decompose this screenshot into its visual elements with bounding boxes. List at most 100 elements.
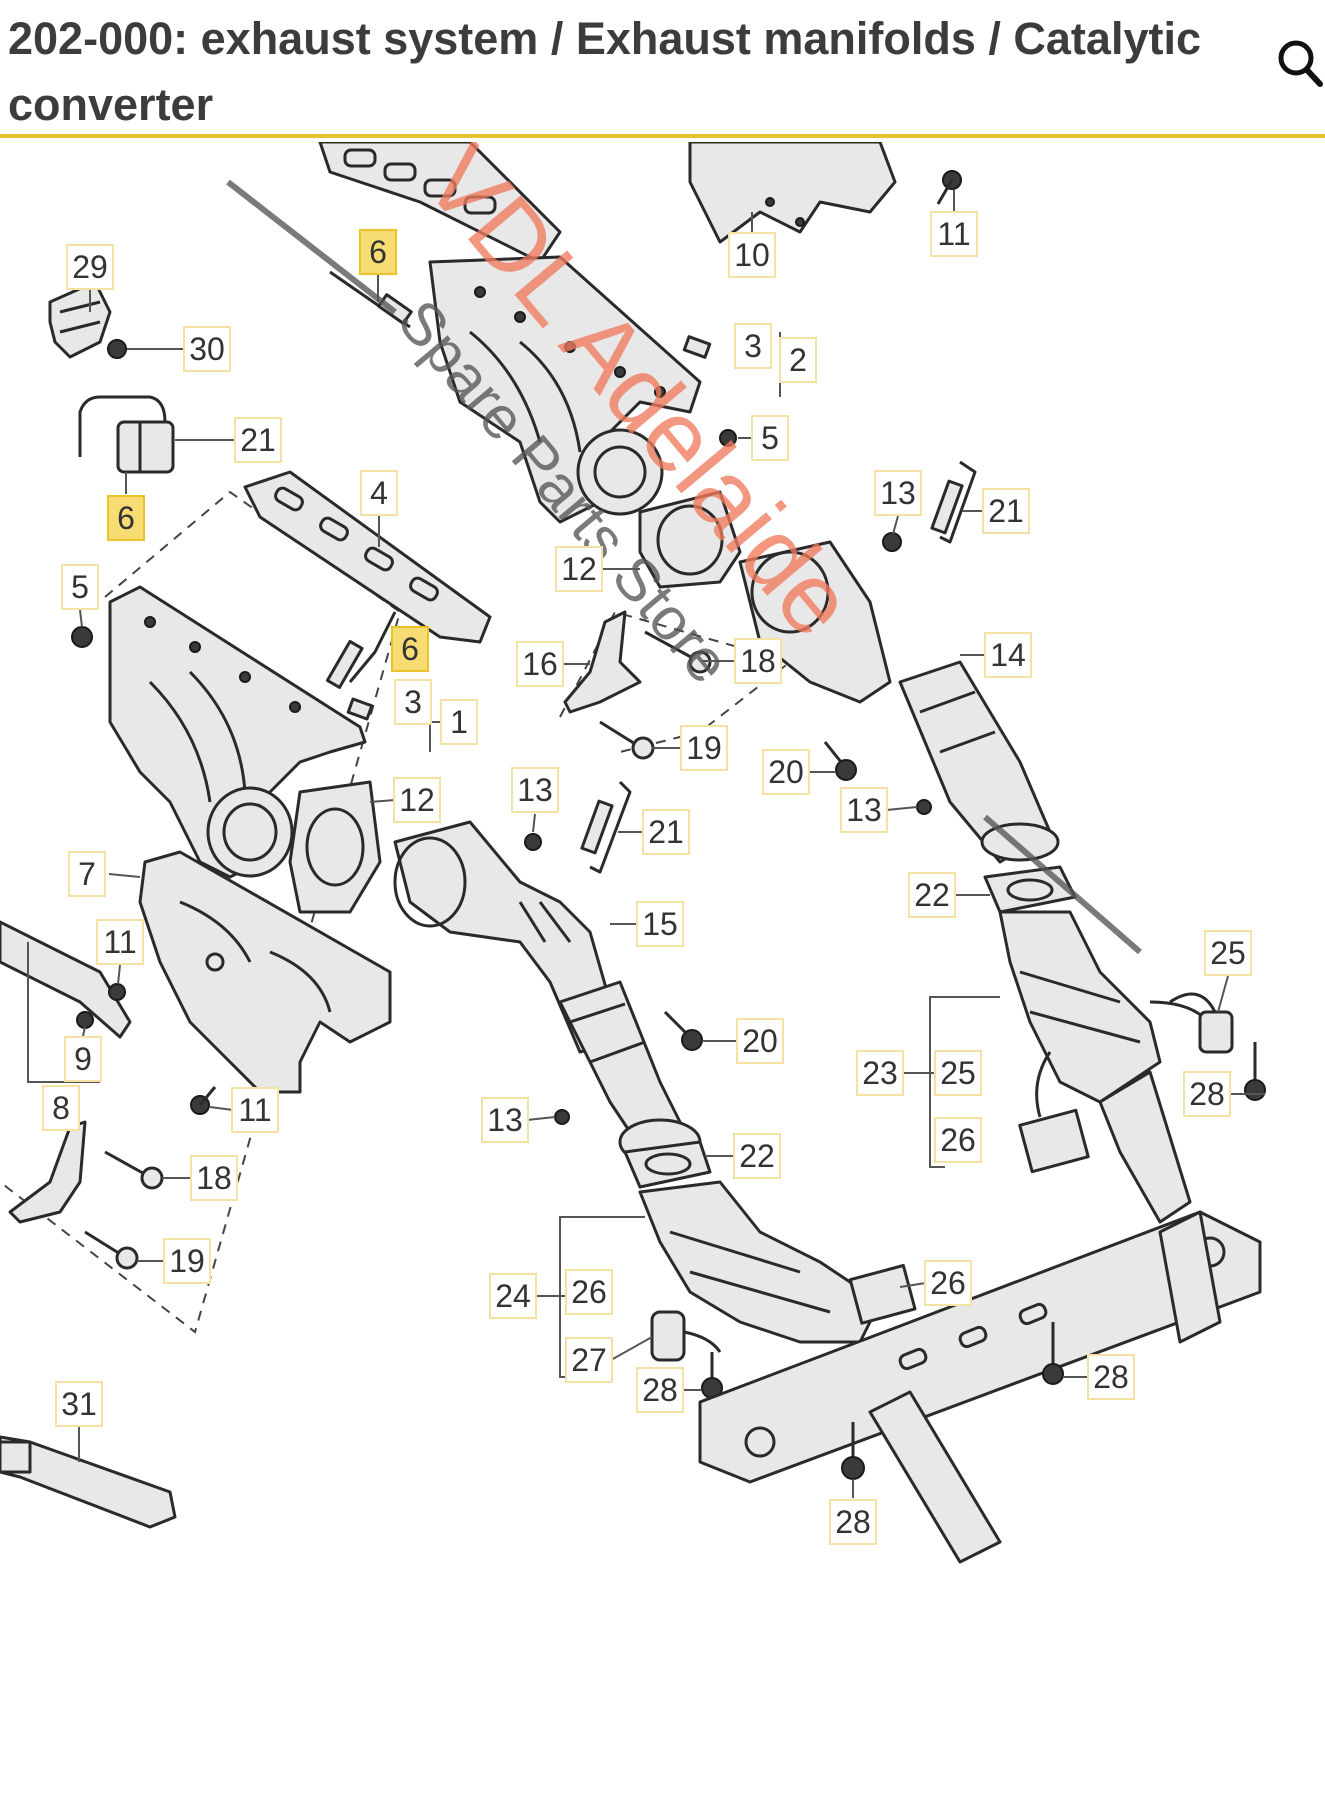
callout-number: 30 xyxy=(189,331,225,367)
part-callout-3[interactable]: 3 xyxy=(394,679,432,725)
callout-box xyxy=(934,1117,982,1163)
oxygen-sensor-6-lower xyxy=(325,611,397,689)
part-callout-11[interactable]: 11 xyxy=(231,1087,279,1133)
callout-box xyxy=(1087,1354,1135,1400)
callout-box xyxy=(734,323,772,369)
part-callout-26[interactable]: 26 xyxy=(934,1117,982,1163)
bolt-28-lower-b xyxy=(1042,1322,1064,1385)
part-callout-29[interactable]: 29 xyxy=(66,244,114,290)
part-callout-20[interactable]: 20 xyxy=(762,749,810,795)
lower-exhaust-manifold xyxy=(108,585,367,879)
bolt-28-lower-a xyxy=(701,1352,723,1399)
part-callout-12[interactable]: 12 xyxy=(555,546,603,592)
part-callout-31[interactable]: 31 xyxy=(55,1381,103,1427)
part-callout-18[interactable]: 18 xyxy=(734,638,782,684)
callout-box xyxy=(555,546,603,592)
part-callout-18[interactable]: 18 xyxy=(190,1155,238,1201)
part-callout-26[interactable]: 26 xyxy=(565,1269,613,1315)
bracket-arm-8 xyxy=(0,920,132,1039)
part-callout-21[interactable]: 21 xyxy=(642,809,690,855)
part-callout-12[interactable]: 12 xyxy=(393,777,441,823)
part-callout-28[interactable]: 28 xyxy=(1087,1354,1135,1400)
flange-gasket-22-lower xyxy=(623,1140,712,1189)
part-callout-6[interactable]: 6 xyxy=(391,626,429,672)
callout-box xyxy=(874,470,922,516)
callout-box xyxy=(394,679,432,725)
callout-number: 7 xyxy=(78,856,96,892)
part-callout-24[interactable]: 24 xyxy=(489,1273,537,1319)
part-callout-4[interactable]: 4 xyxy=(360,470,398,516)
part-callout-19[interactable]: 19 xyxy=(163,1238,211,1284)
callout-box xyxy=(61,564,99,610)
part-callout-3[interactable]: 3 xyxy=(734,323,772,369)
callout-box xyxy=(481,1097,529,1143)
part-callout-20[interactable]: 20 xyxy=(736,1018,784,1064)
upper-heat-shield xyxy=(688,142,897,244)
callout-number: 28 xyxy=(1093,1359,1129,1395)
part-callout-28[interactable]: 28 xyxy=(636,1367,684,1413)
part-callout-25[interactable]: 25 xyxy=(934,1050,982,1096)
part-callout-21[interactable]: 21 xyxy=(234,417,282,463)
callout-box xyxy=(1204,930,1252,976)
callout-number: 13 xyxy=(487,1102,523,1138)
part-callout-19[interactable]: 19 xyxy=(680,725,728,771)
part-callout-25[interactable]: 25 xyxy=(1204,930,1252,976)
right-main-catalytic-converter xyxy=(998,910,1217,1104)
part-callout-13[interactable]: 13 xyxy=(840,787,888,833)
callout-number: 29 xyxy=(72,249,108,285)
part-callout-26[interactable]: 26 xyxy=(924,1260,972,1306)
part-callout-11[interactable]: 11 xyxy=(930,211,978,257)
part-callout-6[interactable]: 6 xyxy=(107,495,145,541)
callout-number: 19 xyxy=(686,730,722,766)
part-callout-13[interactable]: 13 xyxy=(874,470,922,516)
part-callout-16[interactable]: 16 xyxy=(516,641,564,687)
callout-box xyxy=(984,632,1032,678)
callout-box xyxy=(511,767,559,813)
part-callout-7[interactable]: 7 xyxy=(68,851,106,897)
part-callout-11[interactable]: 11 xyxy=(96,919,144,965)
callout-number: 11 xyxy=(937,216,970,252)
part-callout-8[interactable]: 8 xyxy=(42,1085,80,1131)
part-callout-10[interactable]: 10 xyxy=(728,232,776,278)
part-callout-27[interactable]: 27 xyxy=(565,1337,613,1383)
search-icon[interactable] xyxy=(1274,36,1324,96)
part-callout-1[interactable]: 1 xyxy=(440,699,478,745)
part-callout-22[interactable]: 22 xyxy=(733,1133,781,1179)
part-callout-2[interactable]: 2 xyxy=(779,337,817,383)
nut-5-lower xyxy=(71,626,93,648)
part-callout-30[interactable]: 30 xyxy=(183,326,231,372)
callout-number: 12 xyxy=(399,782,435,818)
callout-number: 21 xyxy=(988,493,1024,529)
callout-number: 13 xyxy=(846,792,882,828)
callout-number: 13 xyxy=(880,475,916,511)
bolt-20-lower xyxy=(663,1010,703,1051)
callout-number: 22 xyxy=(739,1138,775,1174)
connector-21-left xyxy=(78,395,175,474)
bolt-28-bottom xyxy=(841,1422,865,1480)
part-callout-15[interactable]: 15 xyxy=(636,901,684,947)
callout-box xyxy=(55,1381,103,1427)
part-callout-21[interactable]: 21 xyxy=(982,488,1030,534)
part-callout-5[interactable]: 5 xyxy=(751,415,789,461)
crossmember xyxy=(698,1210,1262,1484)
callout-number: 11 xyxy=(238,1092,271,1128)
callout-number: 18 xyxy=(196,1160,232,1196)
right-front-pipe xyxy=(898,660,1060,864)
part-callout-6[interactable]: 6 xyxy=(359,229,397,275)
rear-pipe-left xyxy=(868,1390,1002,1564)
part-callout-28[interactable]: 28 xyxy=(1183,1071,1231,1117)
part-callout-9[interactable]: 9 xyxy=(64,1036,102,1082)
assembly-outline-left xyxy=(0,490,402,1334)
part-callout-23[interactable]: 23 xyxy=(856,1050,904,1096)
part-callout-28[interactable]: 28 xyxy=(829,1499,877,1545)
callout-box xyxy=(359,229,397,275)
part-callout-13[interactable]: 13 xyxy=(511,767,559,813)
callout-number: 31 xyxy=(61,1386,97,1422)
part-callout-13[interactable]: 13 xyxy=(481,1097,529,1143)
part-callout-5[interactable]: 5 xyxy=(61,564,99,610)
part-callout-22[interactable]: 22 xyxy=(908,872,956,918)
part-callout-14[interactable]: 14 xyxy=(984,632,1032,678)
header-bar: 202-000: exhaust system / Exhaust manifo… xyxy=(0,0,1325,138)
callout-number: 2 xyxy=(789,342,807,378)
callout-number: 20 xyxy=(742,1023,778,1059)
